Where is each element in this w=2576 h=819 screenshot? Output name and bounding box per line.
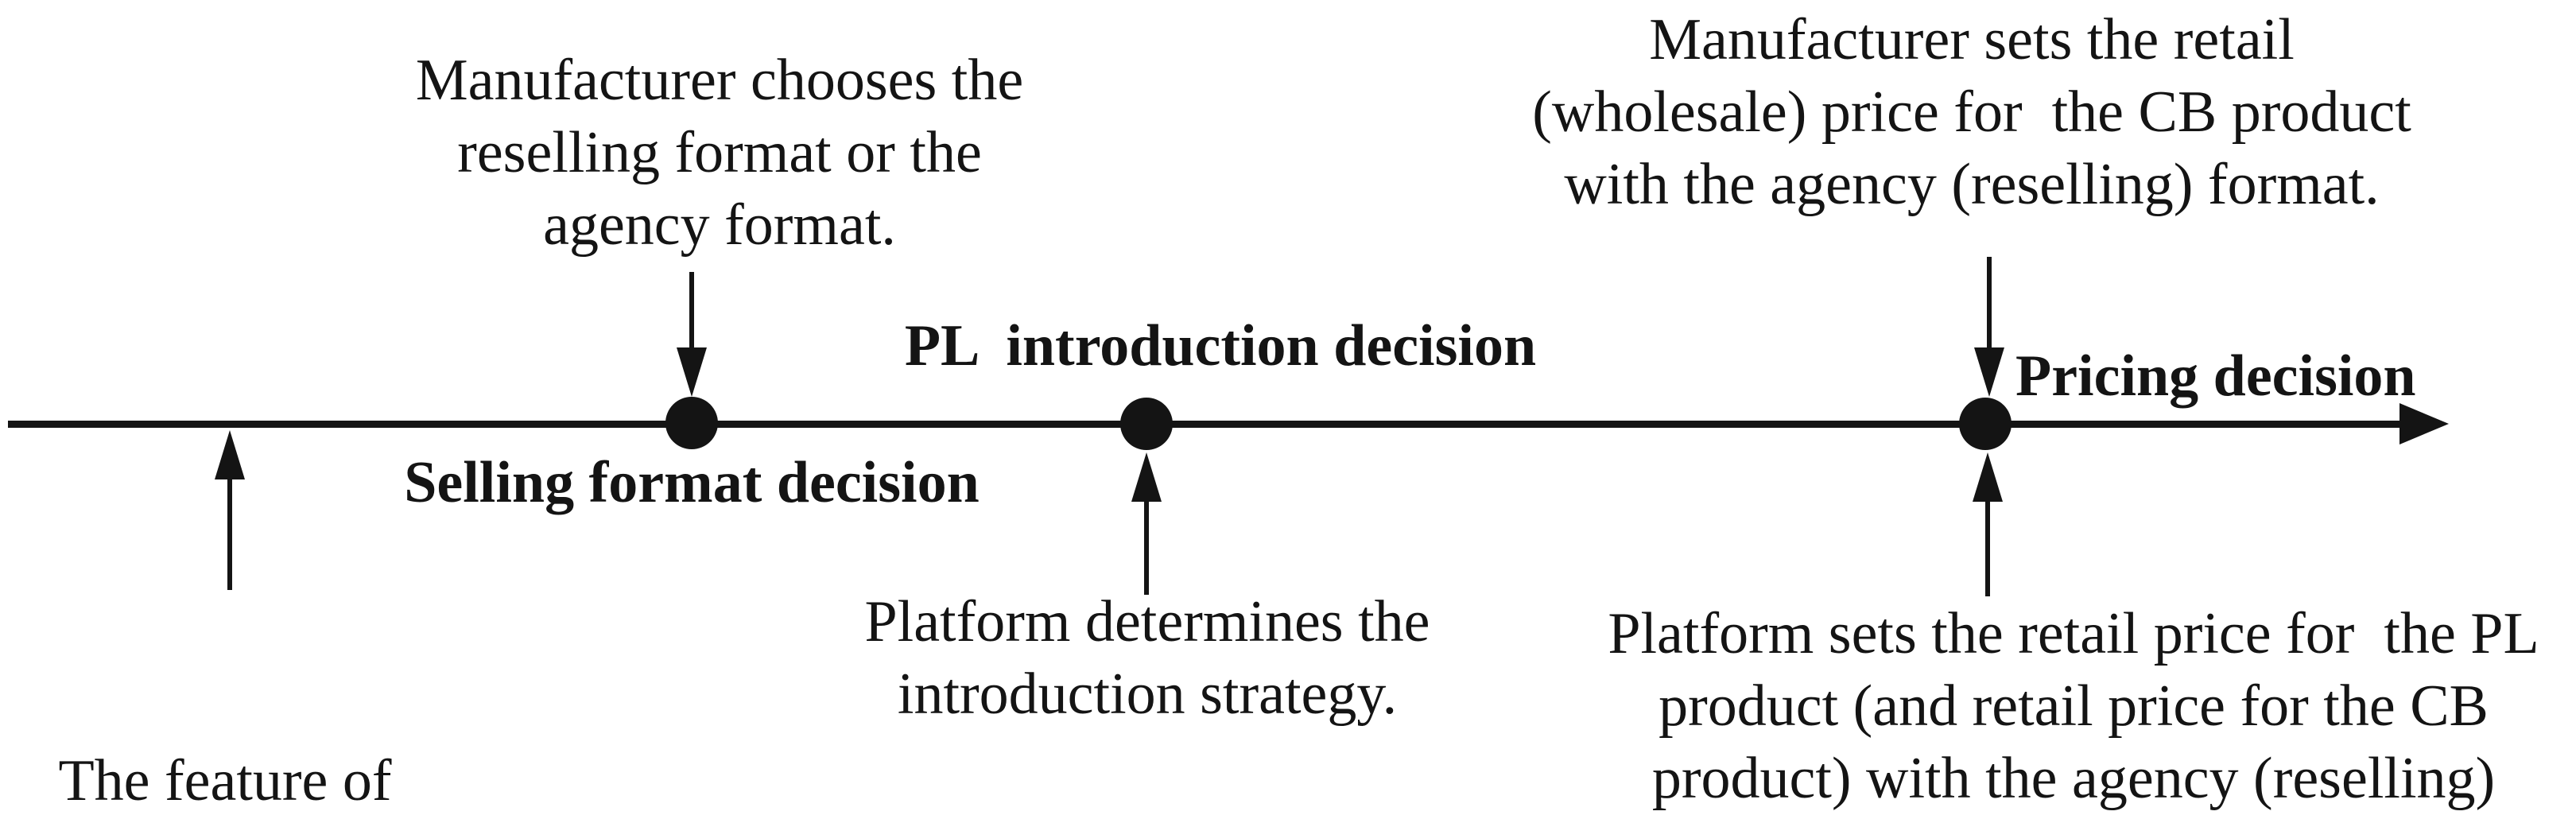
arrow-head — [1131, 452, 1162, 502]
arrow-head — [677, 347, 707, 397]
arrow-head — [1973, 452, 2003, 502]
annotation-bottom-center: Platform determines the introduction str… — [864, 589, 1430, 727]
arrow-shaft — [1985, 500, 1990, 596]
annotation-bottom-right: Platform sets the retail price for the P… — [1608, 601, 2539, 819]
event-dot-pl-introduction — [1120, 398, 1173, 450]
annotation-top-right: Manufacturer sets the retail (wholesale)… — [1532, 7, 2411, 217]
arrow-head — [215, 430, 245, 479]
timeline-axis — [8, 421, 2417, 428]
label-selling-format-decision: Selling format decision — [404, 450, 980, 515]
event-dot-pricing — [1959, 398, 2012, 450]
annotation-top-left: Manufacturer chooses the reselling forma… — [415, 48, 1024, 258]
annotation-bottom-left: The feature of commission r. — [18, 600, 432, 819]
arrow-head — [1974, 347, 2004, 397]
arrow-shaft — [227, 478, 232, 590]
timeline-arrowhead-icon — [2399, 403, 2449, 444]
label-pl-introduction-decision: PL introduction decision — [904, 313, 1537, 378]
arrow-shaft — [1987, 257, 1992, 349]
arrow-shaft — [1144, 500, 1149, 595]
event-dot-selling-format — [665, 397, 718, 449]
label-pricing-decision: Pricing decision — [2015, 344, 2416, 409]
arrow-shaft — [689, 272, 694, 349]
annotation-line: The feature of — [58, 748, 392, 813]
